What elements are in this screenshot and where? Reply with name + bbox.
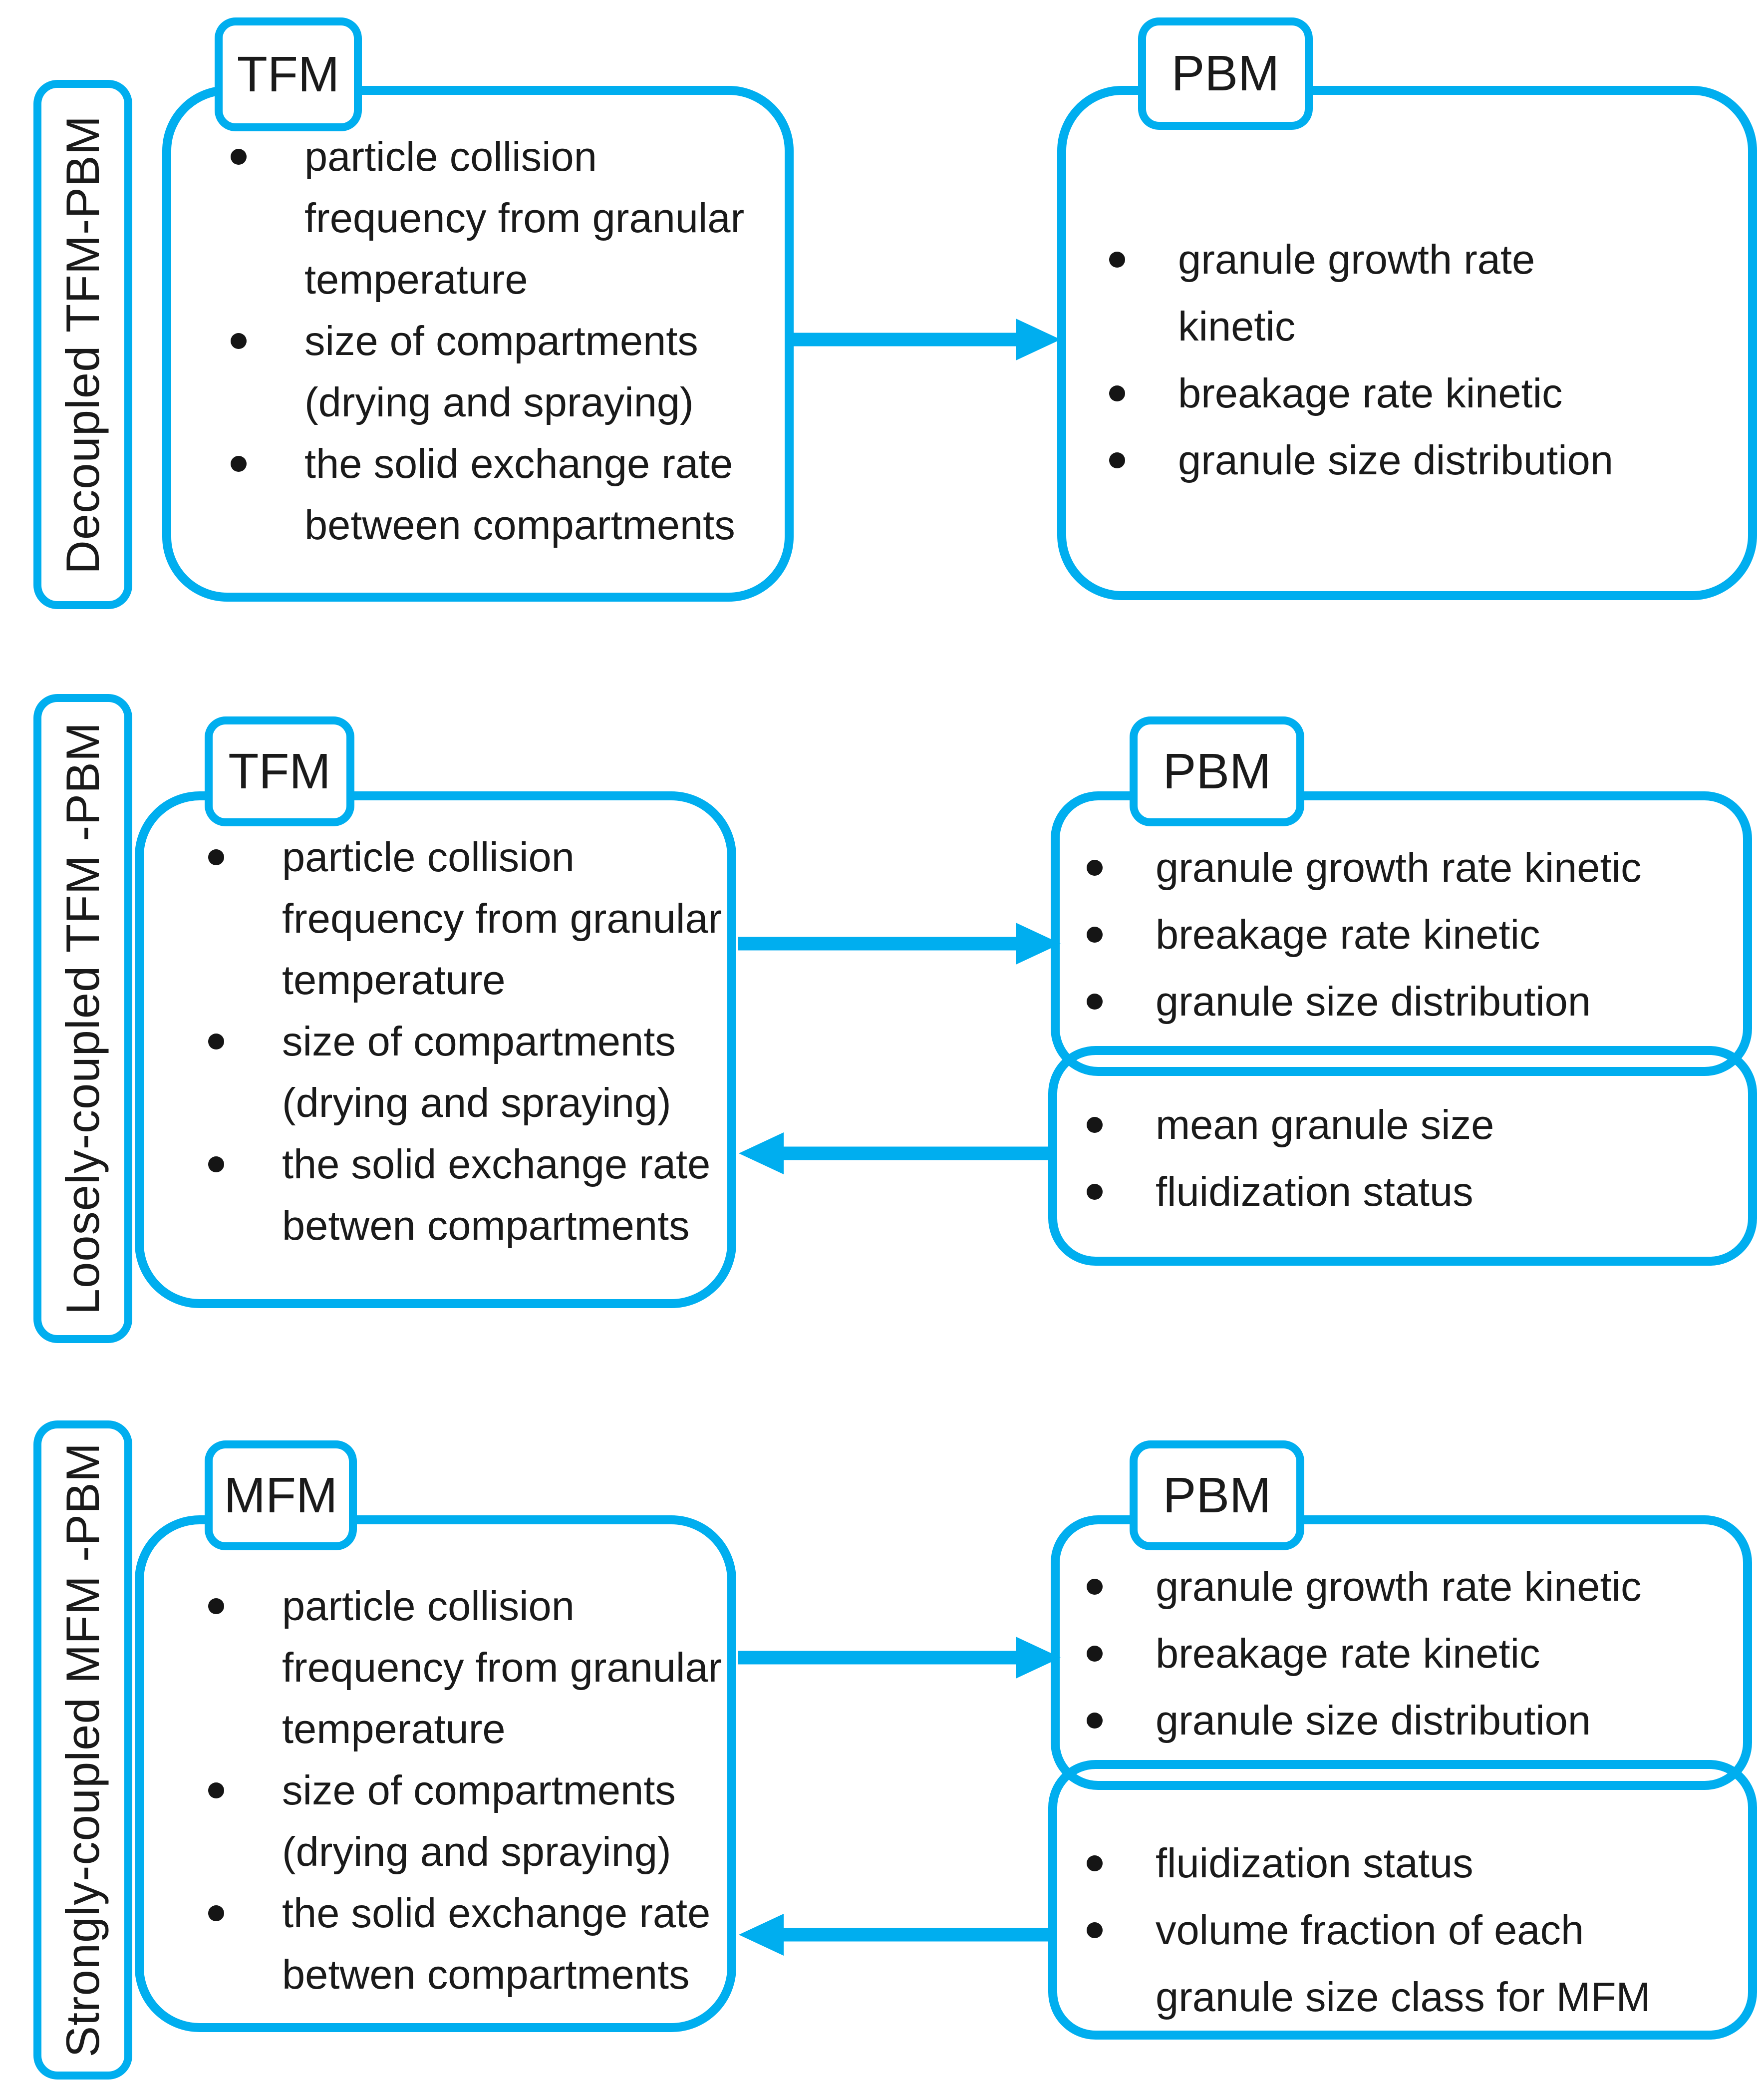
row3-mfm-box bbox=[135, 1515, 736, 2032]
bullet-icon bbox=[231, 148, 247, 165]
list-line: granule growth rate kinetic bbox=[1087, 1553, 1641, 1620]
list-line: temperature bbox=[282, 1706, 506, 1752]
list-line: frequency from granular bbox=[282, 1644, 722, 1691]
arrow-right-row3-icon bbox=[738, 1637, 1061, 1679]
list-line: the solid exchange rate bbox=[208, 1882, 722, 1944]
bullet-icon bbox=[231, 455, 247, 472]
bullet-icon bbox=[1087, 1184, 1103, 1200]
bullet-icon bbox=[1087, 860, 1103, 876]
row3-mfm-tab-label: MFM bbox=[224, 1467, 338, 1523]
row3-pbm-tab: PBM bbox=[1130, 1440, 1304, 1550]
row2-pbm-feedback-list: mean granule size fluidization status bbox=[1087, 1091, 1494, 1225]
row2-pbm-output-box bbox=[1051, 791, 1752, 1076]
list-line: granule size class for MFM bbox=[1156, 1974, 1651, 2020]
arrow-right-row2-icon bbox=[738, 923, 1061, 965]
list-line: breakage rate kinetic bbox=[1087, 901, 1641, 968]
list-line: size of compartments bbox=[208, 1011, 722, 1072]
bullet-icon bbox=[208, 849, 224, 865]
row3-mfm-list: particle collision frequency from granul… bbox=[208, 1575, 722, 2005]
list-line: granule size distribution bbox=[1087, 1687, 1641, 1754]
list-line: betwen compartments bbox=[282, 1951, 690, 1998]
row1-side-label: Decoupled TFM-PBM bbox=[33, 80, 132, 609]
row3-side-label: Strongly-coupled MFM -PBM bbox=[33, 1420, 132, 2080]
bullet-icon bbox=[1109, 252, 1125, 268]
bullet-icon bbox=[208, 1782, 224, 1798]
row3-pbm-tab-label: PBM bbox=[1163, 1467, 1271, 1523]
row1-pbm-list: granule growth rate kinetic breakage rat… bbox=[1109, 226, 1613, 494]
bullet-icon bbox=[1109, 385, 1125, 401]
list-line: fluidization status bbox=[1087, 1158, 1494, 1225]
row3-pbm-feedback-box bbox=[1048, 1760, 1757, 2040]
row2-pbm-tab: PBM bbox=[1130, 716, 1304, 826]
list-line: size of compartments bbox=[231, 310, 744, 371]
bullet-icon bbox=[1087, 1117, 1103, 1133]
list-line: the solid exchange rate bbox=[208, 1133, 722, 1195]
bullet-icon bbox=[208, 1598, 224, 1614]
bullet-icon bbox=[1087, 927, 1103, 943]
row1-pbm-tab: PBM bbox=[1138, 17, 1313, 130]
row3-mfm-tab: MFM bbox=[205, 1440, 357, 1550]
row1-tfm-list: particle collision frequency from granul… bbox=[231, 126, 745, 556]
row3-side-label-text: Strongly-coupled MFM -PBM bbox=[56, 1442, 109, 2058]
list-line: (drying and spraying) bbox=[282, 1079, 671, 1126]
row2-pbm-output-list: granule growth rate kinetic breakage rat… bbox=[1087, 834, 1641, 1035]
list-line: size of compartments bbox=[208, 1759, 722, 1821]
list-line: granule growth rate bbox=[1109, 226, 1613, 293]
bullet-icon bbox=[1087, 1922, 1103, 1938]
list-line: granule size distribution bbox=[1087, 968, 1641, 1035]
row2-tfm-tab-label: TFM bbox=[228, 743, 331, 799]
row2-side-label: Loosely-coupled TFM -PBM bbox=[33, 694, 132, 1343]
list-line: particle collision bbox=[208, 1575, 722, 1637]
list-line: particle collision bbox=[231, 126, 744, 187]
row1-pbm-tab-label: PBM bbox=[1171, 45, 1280, 101]
list-line: between compartments bbox=[304, 502, 735, 548]
bullet-icon bbox=[1087, 1646, 1103, 1662]
bullet-icon bbox=[208, 1156, 224, 1172]
list-line: fluidization status bbox=[1087, 1830, 1651, 1897]
list-line: (drying and spraying) bbox=[304, 379, 694, 425]
list-line: temperature bbox=[304, 256, 528, 303]
list-line: frequency from granular bbox=[304, 195, 745, 241]
arrow-left-row3-icon bbox=[739, 1914, 1051, 1956]
list-line: kinetic bbox=[1178, 303, 1296, 349]
list-line: betwen compartments bbox=[282, 1202, 690, 1249]
bullet-icon bbox=[1087, 1713, 1103, 1729]
row1-tfm-tab-label: TFM bbox=[237, 46, 340, 102]
arrow-right-row1-icon bbox=[791, 319, 1061, 360]
row1-tfm-tab: TFM bbox=[215, 17, 362, 131]
row2-tfm-list: particle collision frequency from granul… bbox=[208, 826, 722, 1256]
bullet-icon bbox=[231, 333, 247, 349]
bullet-icon bbox=[208, 1905, 224, 1921]
arrow-left-row2-icon bbox=[739, 1132, 1051, 1174]
row1-tfm-box bbox=[162, 86, 794, 602]
bullet-icon bbox=[1109, 452, 1125, 468]
list-line: granule growth rate kinetic bbox=[1087, 834, 1641, 901]
row1-side-label-text: Decoupled TFM-PBM bbox=[56, 115, 109, 574]
row2-side-label-text: Loosely-coupled TFM -PBM bbox=[56, 722, 109, 1315]
list-line: mean granule size bbox=[1087, 1091, 1494, 1158]
row2-tfm-tab: TFM bbox=[205, 716, 354, 826]
list-line: volume fraction of each bbox=[1087, 1897, 1651, 1964]
bullet-icon bbox=[1087, 1855, 1103, 1871]
row3-pbm-output-list: granule growth rate kinetic breakage rat… bbox=[1087, 1553, 1641, 1754]
bullet-icon bbox=[1087, 1579, 1103, 1595]
list-line: granule size distribution bbox=[1109, 427, 1613, 494]
row2-pbm-tab-label: PBM bbox=[1163, 743, 1271, 799]
list-line: frequency from granular bbox=[282, 895, 722, 942]
list-line: temperature bbox=[282, 957, 506, 1003]
list-line: breakage rate kinetic bbox=[1109, 360, 1613, 427]
list-line: particle collision bbox=[208, 826, 722, 888]
bullet-icon bbox=[208, 1033, 224, 1049]
list-line: the solid exchange rate bbox=[231, 433, 744, 494]
bullet-icon bbox=[1087, 994, 1103, 1010]
row2-pbm-feedback-box bbox=[1048, 1046, 1757, 1266]
row3-pbm-output-box bbox=[1051, 1515, 1752, 1790]
list-line: breakage rate kinetic bbox=[1087, 1620, 1641, 1687]
row3-pbm-feedback-list: fluidization status volume fraction of e… bbox=[1087, 1830, 1651, 2031]
list-line: (drying and spraying) bbox=[282, 1828, 671, 1875]
